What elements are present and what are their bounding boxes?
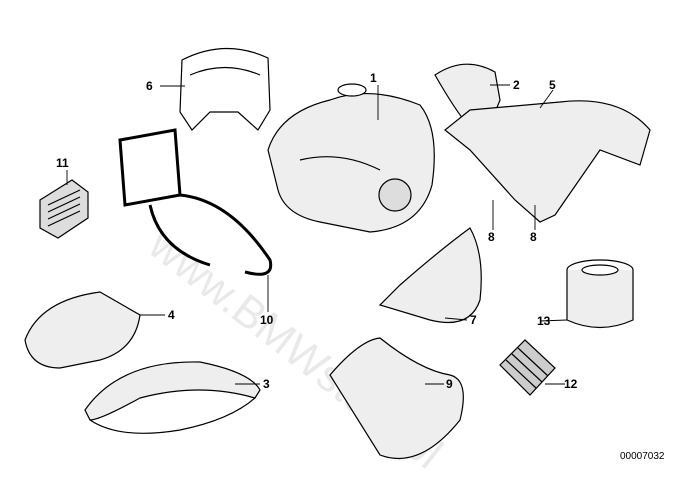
part-engine-guard	[378, 227, 482, 324]
callout-1: 1	[370, 71, 377, 85]
callout-12: 12	[564, 377, 578, 391]
callout-10: 10	[260, 313, 274, 327]
callout-3: 3	[263, 377, 270, 391]
part-rear-fender	[444, 100, 651, 223]
callout-4: 4	[168, 308, 175, 322]
callout-8a: 8	[488, 230, 495, 244]
part-crash-bar	[118, 128, 273, 276]
part-belly-pan	[329, 337, 464, 459]
part-filter	[566, 259, 634, 329]
callout-9: 9	[446, 377, 453, 391]
part-grille	[39, 179, 89, 239]
callout-8b: 8	[530, 230, 537, 244]
callout-5: 5	[549, 78, 556, 92]
part-pad	[499, 339, 556, 396]
part-fuel-tank	[267, 93, 435, 233]
part-front-fender	[84, 361, 261, 421]
part-side-cover	[24, 291, 141, 369]
callout-6: 6	[146, 79, 153, 93]
callout-7: 7	[470, 313, 477, 327]
callout-13: 13	[537, 314, 551, 328]
drawing-number: 00007032	[620, 451, 665, 462]
part-headlight-cowl	[179, 47, 271, 131]
callout-11: 11	[56, 156, 69, 170]
callout-2: 2	[513, 78, 520, 92]
